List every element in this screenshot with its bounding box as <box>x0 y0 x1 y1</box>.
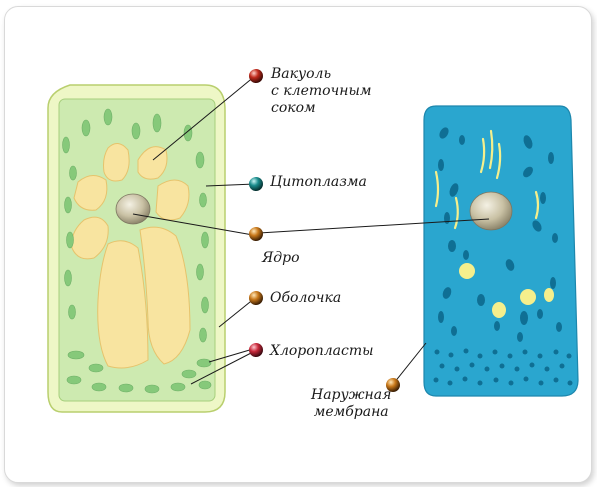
marker-chloroplasts-icon <box>249 343 263 357</box>
leader-line-membrane <box>394 343 426 383</box>
label-membrane: Наружная мембрана <box>311 387 391 421</box>
label-nucleus: Ядро <box>262 250 300 267</box>
label-cytoplasm: Цитоплазма <box>270 174 367 191</box>
plant-nucleus <box>116 194 150 224</box>
label-chloroplasts: Хлоропласты <box>270 343 374 360</box>
plant-cell <box>48 85 225 412</box>
label-vacuole: Вакуоль с клеточным соком <box>271 66 372 117</box>
label-wall: Оболочка <box>270 290 341 307</box>
marker-nucleus-icon <box>249 227 263 241</box>
animal-nucleus <box>470 192 512 230</box>
marker-vacuole-icon <box>249 69 263 83</box>
animal-cell <box>424 106 578 396</box>
marker-cytoplasm-icon <box>249 177 263 191</box>
marker-wall-icon <box>249 291 263 305</box>
